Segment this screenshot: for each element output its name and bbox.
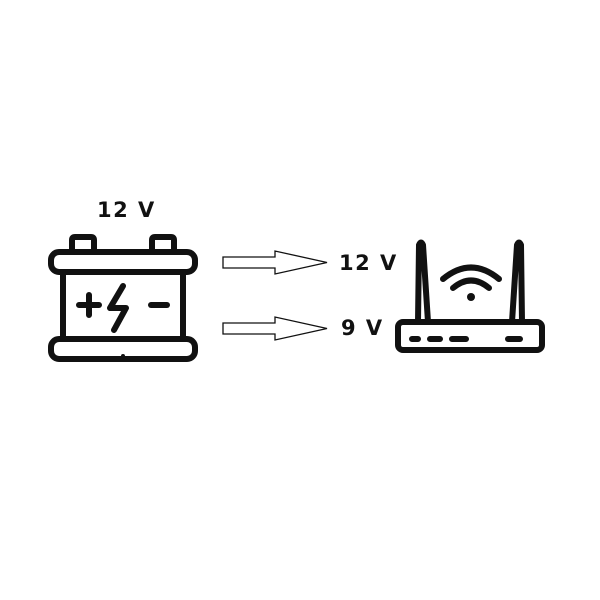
arrow-right-icon — [222, 316, 328, 341]
wifi-router-icon — [395, 239, 545, 353]
arrow-right-icon — [222, 250, 328, 275]
car-battery-icon — [48, 234, 198, 362]
battery-voltage-label: 12 V — [97, 198, 156, 222]
output-voltage-label: 9 V — [341, 316, 384, 340]
output-voltage-label: 12 V — [339, 251, 398, 275]
battery-indicator-dot — [121, 354, 125, 358]
wifi-signal-icon — [467, 293, 475, 301]
